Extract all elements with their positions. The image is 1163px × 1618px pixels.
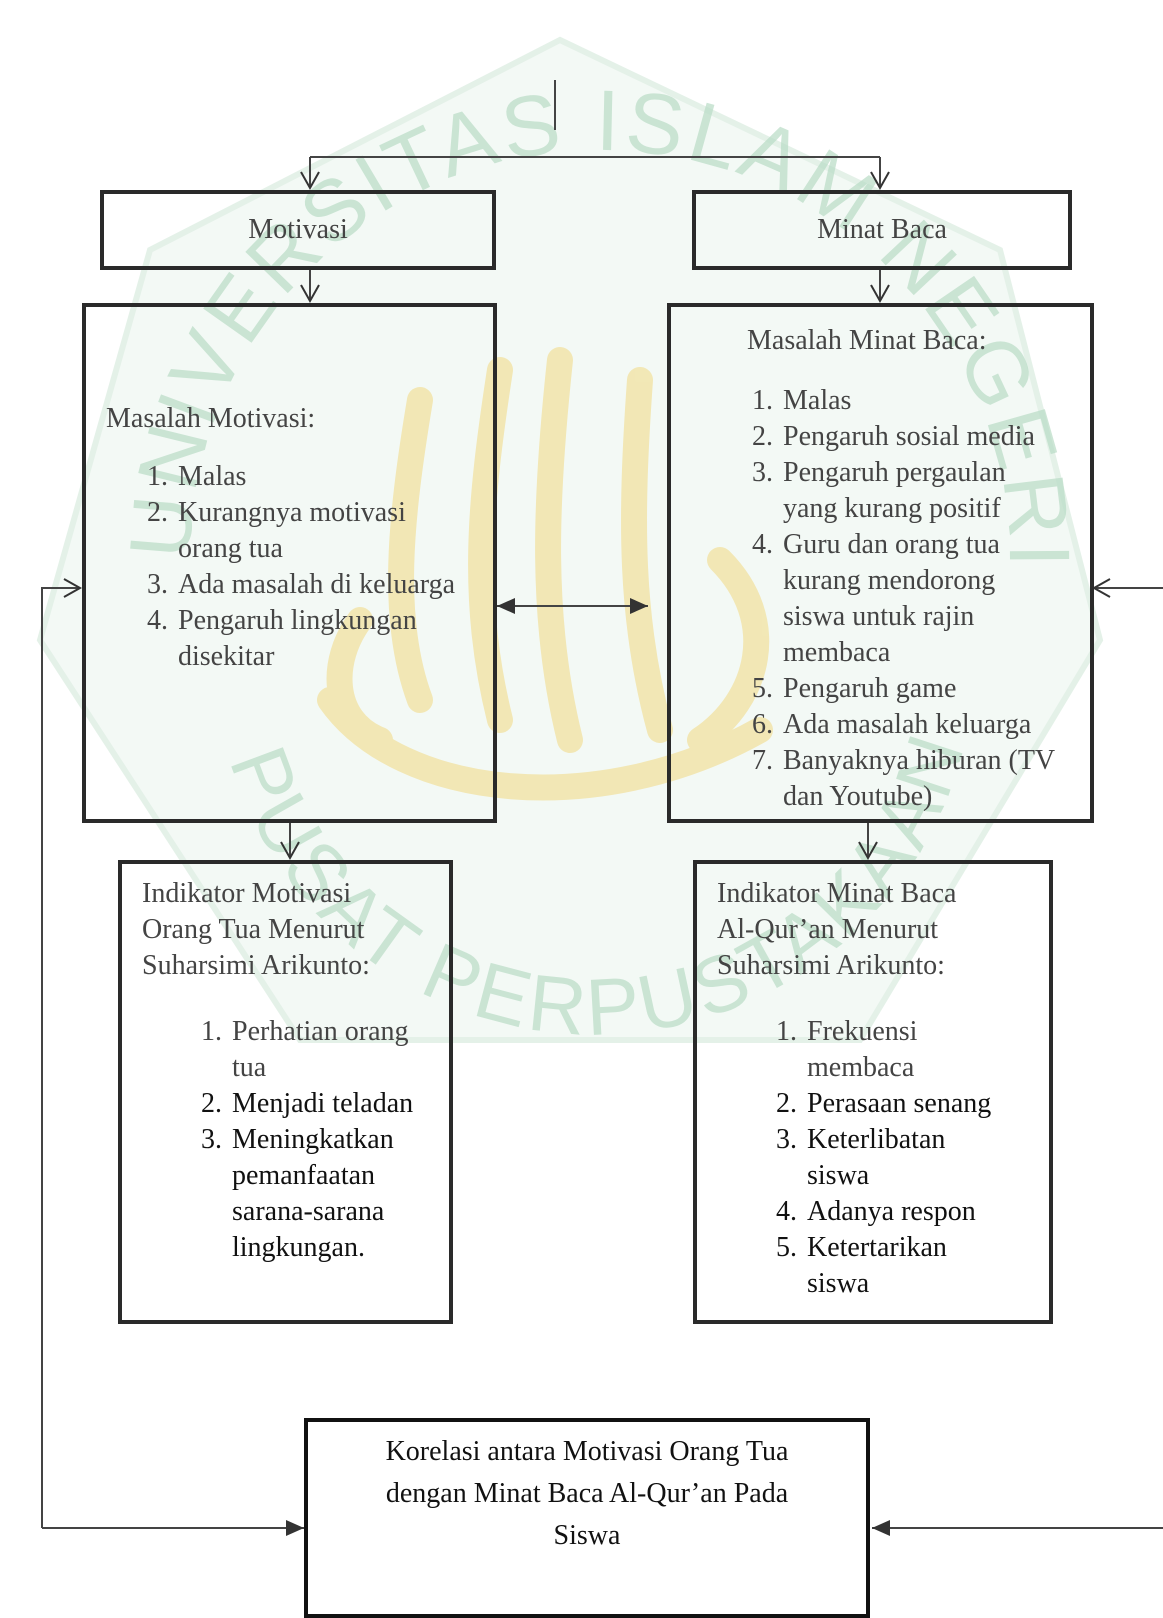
indikator-motivasi-heading-2: Orang Tua Menurut [142, 914, 365, 945]
masalah-motivasi-list: 1.Malas 2.Kurangnya motivasi orang tua 3… [132, 459, 472, 675]
indikator-minat-baca-heading-1: Indikator Minat Baca [717, 878, 957, 909]
list-item: 4.Guru dan orang tua kurang mendorong si… [752, 529, 1000, 668]
minat-baca-box: Minat Baca [692, 190, 1072, 270]
minat-baca-title: Minat Baca [817, 214, 947, 245]
indikator-minat-baca-heading-2: Al-Qur’an Menurut [717, 914, 939, 945]
list-item: 6.Ada masalah keluarga [752, 709, 1032, 740]
list-item: 3.Keterlibatan siswa [776, 1124, 946, 1191]
indikator-motivasi-box: Indikator Motivasi Orang Tua Menurut Suh… [118, 860, 453, 1324]
motivasi-box: Motivasi [100, 190, 496, 270]
list-item: 4.Pengaruh lingkungan disekitar [147, 605, 417, 672]
list-item: 3.Ada masalah di keluarga [147, 569, 456, 600]
list-item: 7.Banyaknya hiburan (TV dan Youtube) [752, 745, 1055, 812]
masalah-minat-baca-box: Masalah Minat Baca: 1.Malas 2.Pengaruh s… [667, 303, 1094, 823]
indikator-minat-baca-list: 1.Frekuensi membaca 2.Perasaan senang 3.… [761, 1014, 1011, 1302]
list-item: 1.Malas [752, 385, 852, 416]
indikator-motivasi-list: 1.Perhatian orang tua 2.Menjadi teladan … [186, 1014, 426, 1266]
korelasi-line-2: dengan Minat Baca Al-Qur’an Pada [385, 1478, 789, 1509]
list-item: 5.Pengaruh game [752, 673, 957, 704]
indikator-motivasi-heading-1: Indikator Motivasi [142, 878, 352, 909]
list-item: 2.Kurangnya motivasi orang tua [147, 497, 406, 564]
indikator-motivasi-heading-3: Suharsimi Arikunto: [142, 950, 370, 981]
list-item: 2.Menjadi teladan [201, 1088, 414, 1119]
masalah-minat-baca-list: 1.Malas 2.Pengaruh sosial media 3.Pengar… [737, 383, 1057, 815]
left-feedback-line [41, 578, 83, 1500]
korelasi-line-1: Korelasi antara Motivasi Orang Tua [385, 1436, 789, 1467]
masalah-motivasi-heading: Masalah Motivasi: [106, 403, 316, 434]
list-item: 3.Meningkatkan pemanfaatan sarana-sarana… [201, 1124, 394, 1263]
list-item: 5.Ketertarikan siswa [776, 1232, 947, 1299]
list-item: 4.Adanya respon [776, 1196, 976, 1227]
list-item: 2.Pengaruh sosial media [752, 421, 1035, 452]
list-item: 3.Pengaruh pergaulan yang kurang positif [752, 457, 1006, 524]
list-item: 1.Malas [147, 461, 247, 492]
motivasi-title: Motivasi [248, 214, 348, 245]
list-item: 1.Frekuensi membaca [776, 1016, 918, 1083]
korelasi-box: Korelasi antara Motivasi Orang Tua denga… [304, 1418, 870, 1618]
indikator-minat-baca-box: Indikator Minat Baca Al-Qur’an Menurut S… [693, 860, 1053, 1324]
masalah-minat-baca-heading: Masalah Minat Baca: [747, 325, 987, 356]
masalah-motivasi-box: Masalah Motivasi: 1.Malas 2.Kurangnya mo… [82, 303, 497, 823]
indikator-minat-baca-heading-3: Suharsimi Arikunto: [717, 950, 945, 981]
list-item: 2.Perasaan senang [776, 1088, 992, 1119]
list-item: 1.Perhatian orang tua [201, 1016, 409, 1083]
korelasi-line-3: Siswa [553, 1520, 621, 1551]
